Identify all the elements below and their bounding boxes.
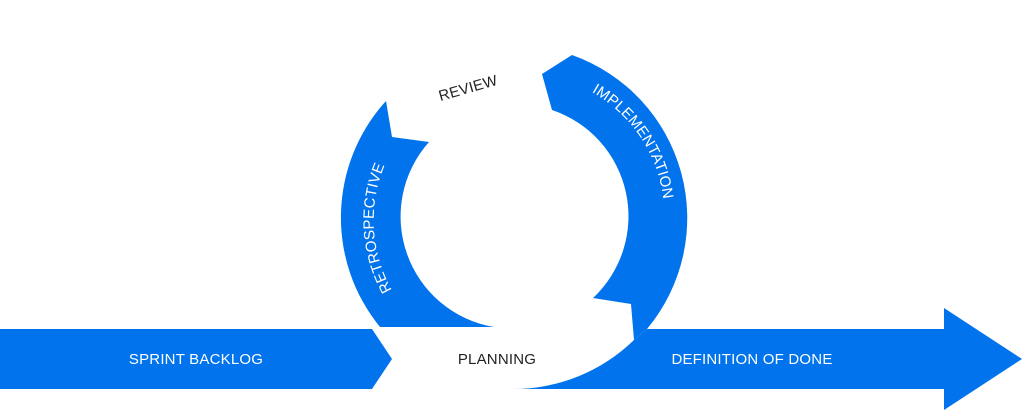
review-label: REVIEW bbox=[437, 72, 500, 105]
implementation-arc bbox=[542, 55, 688, 340]
definition-of-done-label: DEFINITION OF DONE bbox=[671, 351, 832, 368]
definition-of-done-arrow bbox=[513, 308, 1022, 410]
sprint-backlog-bar bbox=[0, 329, 392, 389]
planning-label: PLANNING bbox=[458, 351, 536, 368]
sprint-backlog-label: SPRINT BACKLOG bbox=[129, 351, 263, 368]
retrospective-arc bbox=[340, 101, 494, 327]
